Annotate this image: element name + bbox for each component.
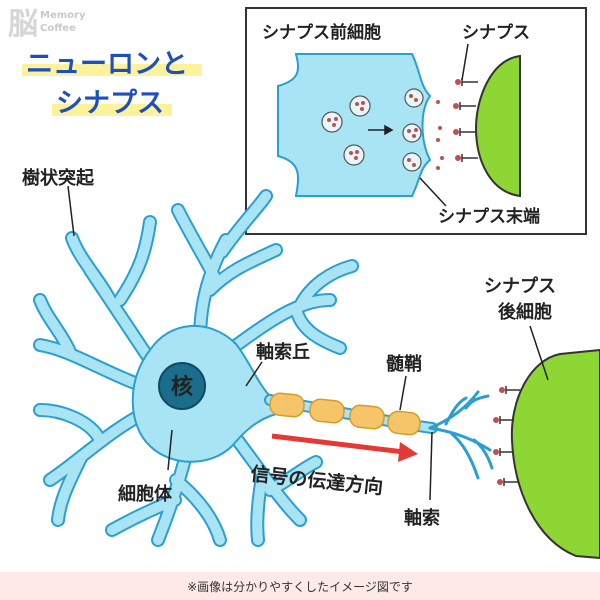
synapse-leader [461,43,469,81]
postsynaptic-receptors [499,386,520,486]
label-myelin: 髄鞘 [386,353,422,375]
title-highlight-2 [52,104,172,116]
watermark-line1: Memory [40,10,86,21]
title-line1: ニューロンと [26,49,188,80]
myelin-sheaths [269,392,421,436]
synaptic-vesicles [321,88,424,172]
title-line2: シナプス [56,88,164,119]
leader-lines [67,185,549,501]
terminal-leader [419,177,447,207]
label-synapse: シナプス [462,22,530,43]
vesicle-movement-arrow [368,124,394,136]
label-presynaptic: シナプス前細胞 [262,22,381,43]
label-axon-hillock: 軸索丘 [256,341,310,363]
footer-band [0,572,600,600]
watermark-logo: 脳 Memory Coffee [8,7,86,42]
watermark-kanji-mark: 脳 [8,7,38,42]
neuron: 核 [33,189,494,547]
presynaptic-terminal [277,53,432,197]
watermark-line2: Coffee [40,23,76,34]
page-title: ニューロンと シナプス [22,49,202,119]
label-synaptic-terminal: シナプス末端 [438,206,540,227]
postsynaptic-cell [510,348,600,560]
footer: ※画像は分かりやすくしたイメージ図です [0,572,600,600]
inset-postsynaptic-cell [474,54,521,198]
neurotransmitter-dots [327,94,444,170]
postsynaptic-cell-group [493,348,600,560]
synapse-inset: シナプス前細胞 シナプス シナプス末端 [245,7,587,235]
title-highlight-1 [22,64,202,76]
footer-note: ※画像は分かりやすくしたイメージ図です [187,580,413,594]
nucleus [158,362,206,410]
label-axon: 軸索 [404,507,440,529]
label-cell-body: 細胞体 [118,483,173,505]
label-dendrite: 樹状突起 [22,167,95,189]
label-postsynaptic-line1: シナプス [484,275,556,297]
label-nucleus: 核 [171,374,193,400]
signal-direction-arrow [271,433,418,462]
dendrites [35,191,357,545]
axon-terminals [428,390,494,480]
label-postsynaptic-line2: 後細胞 [498,301,552,323]
